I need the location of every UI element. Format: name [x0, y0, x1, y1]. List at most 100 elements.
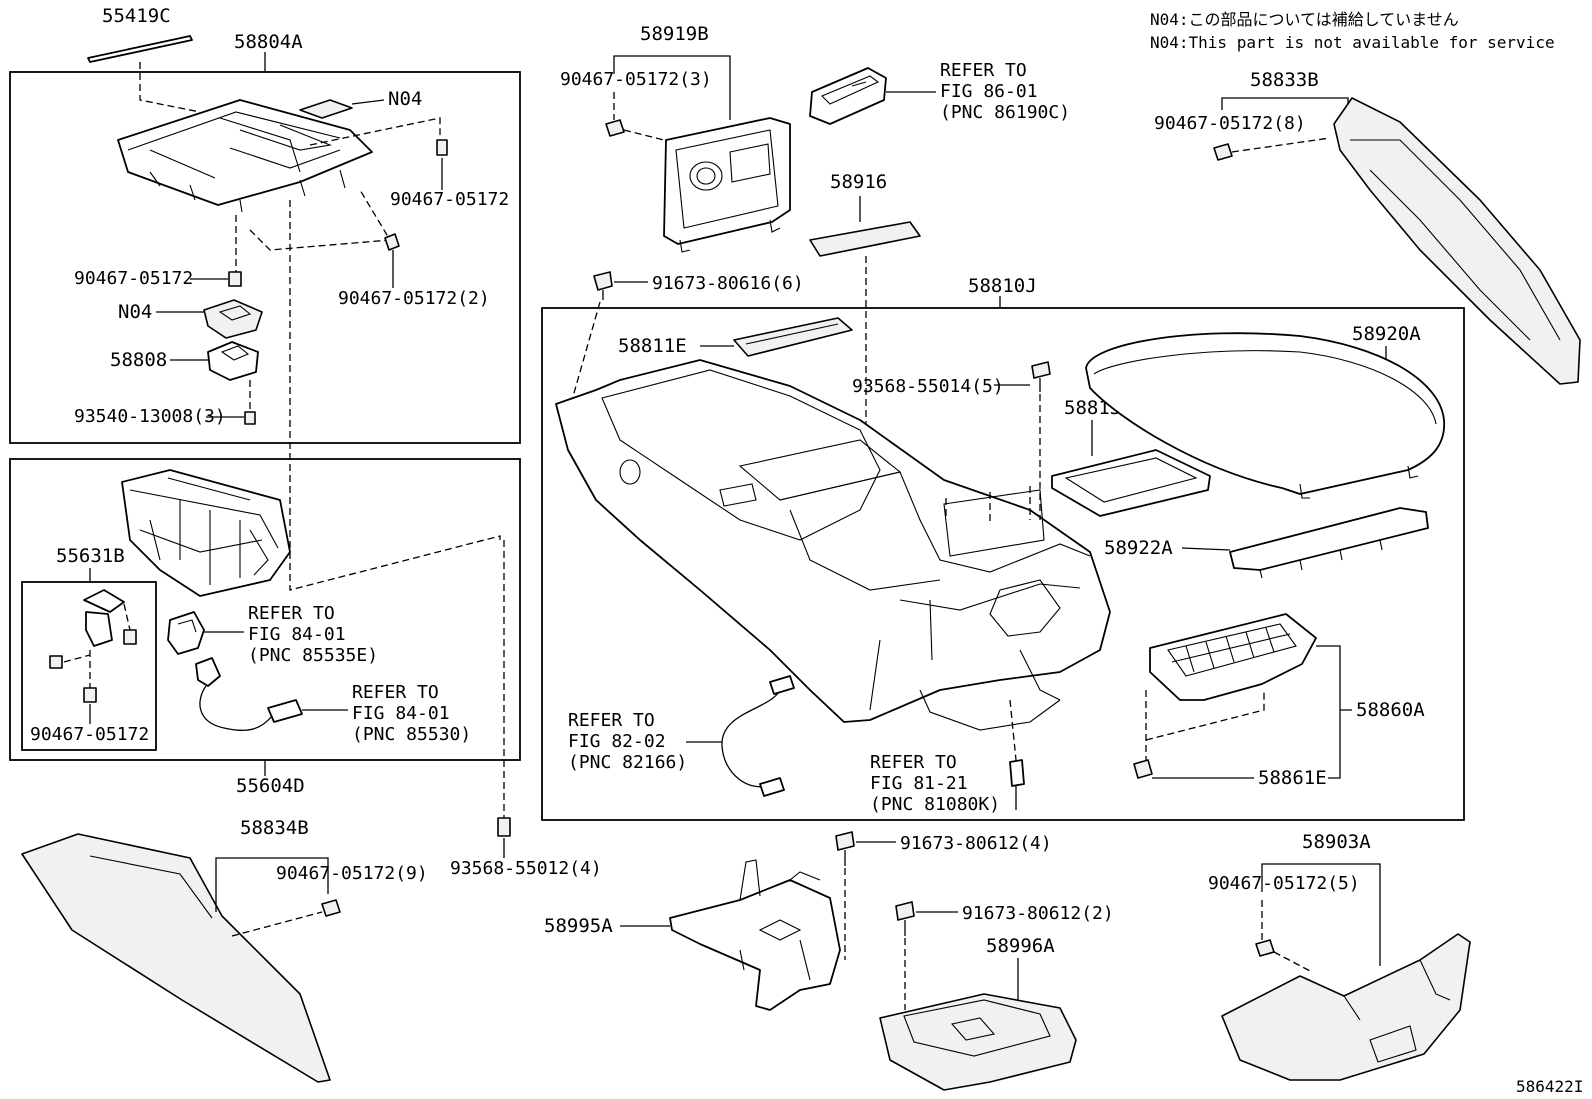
leader-58834b	[215, 857, 329, 912]
ref-84b-line2[interactable]: FIG 84-01	[352, 703, 450, 724]
leader-91673-6-dash	[571, 301, 601, 401]
leader-58860a	[1316, 645, 1352, 779]
part-55631b-clip	[83, 687, 97, 703]
ref-82-line1[interactable]: REFER TO	[568, 710, 655, 731]
label-90467-9[interactable]: 90467-05172(9)	[276, 863, 428, 884]
label-93568-4[interactable]: 93568-55012(4)	[450, 858, 602, 879]
leader-vertical-58804a	[289, 200, 501, 591]
part-58920a-armrest	[1085, 332, 1445, 499]
wire-82166	[721, 689, 781, 788]
leader-58861e-dash	[1145, 690, 1265, 760]
part-58995a-bracket	[669, 859, 841, 1011]
label-58920a[interactable]: 58920A	[1352, 323, 1421, 345]
part-58813-tray	[1051, 449, 1211, 517]
label-58995a[interactable]: 58995A	[544, 915, 613, 937]
part-90467-5-clip	[1255, 939, 1275, 957]
label-58811e[interactable]: 58811E	[618, 335, 687, 357]
label-58916[interactable]: 58916	[830, 171, 887, 193]
wire-85530	[199, 685, 273, 731]
leader-58903a	[1261, 863, 1381, 966]
leader-clip-a	[309, 117, 441, 146]
part-90467-9-clip	[321, 899, 341, 917]
ref-84b-line1[interactable]: REFER TO	[352, 682, 439, 703]
part-58996a-tray	[879, 993, 1077, 1091]
label-n04-mid[interactable]: N04	[118, 301, 152, 323]
ref-84a-line2[interactable]: FIG 84-01	[248, 624, 346, 645]
label-90467-c[interactable]: 90467-05172	[30, 724, 149, 745]
label-58808[interactable]: 58808	[110, 349, 167, 371]
ref-84b-line3[interactable]: (PNC 85530)	[352, 724, 471, 745]
ref-86-line2[interactable]: FIG 86-01	[940, 81, 1038, 102]
part-58916-pad	[809, 221, 921, 257]
label-90467-5[interactable]: 90467-05172(5)	[1208, 873, 1360, 894]
label-58861e[interactable]: 58861E	[1258, 767, 1327, 789]
part-58810j-console-body	[555, 359, 1111, 731]
label-91673-4[interactable]: 91673-80612(4)	[900, 833, 1052, 854]
label-58919b[interactable]: 58919B	[640, 23, 709, 45]
label-90467-8[interactable]: 90467-05172(8)	[1154, 113, 1306, 134]
leader-clip-b	[249, 189, 392, 251]
note-english: N04:This part is not available for servi…	[1150, 33, 1555, 52]
label-90467-b[interactable]: 90467-05172	[74, 268, 193, 289]
part-socket-85530	[195, 657, 221, 687]
label-55631b[interactable]: 55631B	[56, 545, 125, 567]
note-japanese: N04:この部品については補給していません	[1150, 10, 1459, 29]
part-93568-4-bolt	[497, 817, 511, 837]
leader-55631b-screw	[123, 603, 131, 631]
part-91673-2-bolt	[895, 901, 915, 921]
label-90467-3[interactable]: 90467-05172(3)	[560, 69, 712, 90]
label-58833b[interactable]: 58833B	[1250, 69, 1319, 91]
label-58922a[interactable]: 58922A	[1104, 537, 1173, 559]
label-93540[interactable]: 93540-13008(3)	[74, 406, 226, 427]
leader-90467-3-dash	[613, 92, 665, 141]
ref-81-line1[interactable]: REFER TO	[870, 752, 957, 773]
leader-58922a	[1181, 547, 1231, 551]
part-clip-a	[436, 139, 448, 156]
ref-84a-line1[interactable]: REFER TO	[248, 603, 335, 624]
leader-81080k-dash	[1009, 699, 1017, 761]
part-55631b-screw-right	[123, 629, 137, 645]
part-clip-b	[384, 233, 400, 251]
part-58903a-rear-panel	[1221, 933, 1471, 1081]
leader-55631b-screw-left	[63, 654, 91, 663]
part-58861e-clip	[1133, 759, 1153, 779]
part-91673-4-bolt	[835, 831, 855, 851]
ref-81-line3[interactable]: (PNC 81080K)	[870, 794, 1000, 815]
label-90467-2[interactable]: 90467-05172(2)	[338, 288, 490, 309]
label-55604d[interactable]: 55604D	[236, 775, 305, 797]
part-58811e-trim	[733, 317, 853, 357]
part-connector-85530	[267, 699, 303, 723]
part-n04-mid	[203, 299, 263, 339]
group-box-55631b	[21, 581, 157, 751]
leader-90467-5-dash	[1261, 900, 1313, 973]
label-58860a[interactable]: 58860A	[1356, 699, 1425, 721]
label-90467-a[interactable]: 90467-05172	[390, 189, 509, 210]
part-58834b-side-panel	[21, 833, 331, 1083]
ref-82-line2[interactable]: FIG 82-02	[568, 731, 666, 752]
leader-58919b	[613, 55, 731, 120]
ref-86-line3[interactable]: (PNC 86190C)	[940, 102, 1070, 123]
part-55631b-bracket	[83, 589, 125, 647]
label-58996a[interactable]: 58996A	[986, 935, 1055, 957]
part-58860a-rear-vent	[1149, 613, 1317, 701]
leader-90467-9-dash	[231, 911, 323, 937]
label-58834b[interactable]: 58834B	[240, 817, 309, 839]
part-58922a-strip	[1229, 507, 1429, 571]
label-93568-5[interactable]: 93568-55014(5)	[852, 376, 1004, 397]
leader-n04-top	[351, 99, 385, 105]
label-91673-2[interactable]: 91673-80612(2)	[962, 903, 1114, 924]
label-55419c[interactable]: 55419C	[102, 5, 171, 27]
label-58810j[interactable]: 58810J	[968, 275, 1037, 297]
ref-84a-line3[interactable]: (PNC 85535E)	[248, 645, 378, 666]
ref-81-line2[interactable]: FIG 81-21	[870, 773, 968, 794]
ref-86-line1[interactable]: REFER TO	[940, 60, 1027, 81]
part-93568-5-bolt	[1031, 361, 1051, 379]
leader-55419c	[139, 62, 201, 113]
label-n04-top[interactable]: N04	[388, 88, 422, 110]
label-91673-6[interactable]: 91673-80616(6)	[652, 273, 804, 294]
part-86190c-module	[809, 67, 887, 125]
label-58804a[interactable]: 58804A	[234, 31, 303, 53]
part-clip-c	[228, 271, 242, 287]
label-58903a[interactable]: 58903A	[1302, 831, 1371, 853]
ref-82-line3[interactable]: (PNC 82166)	[568, 752, 687, 773]
